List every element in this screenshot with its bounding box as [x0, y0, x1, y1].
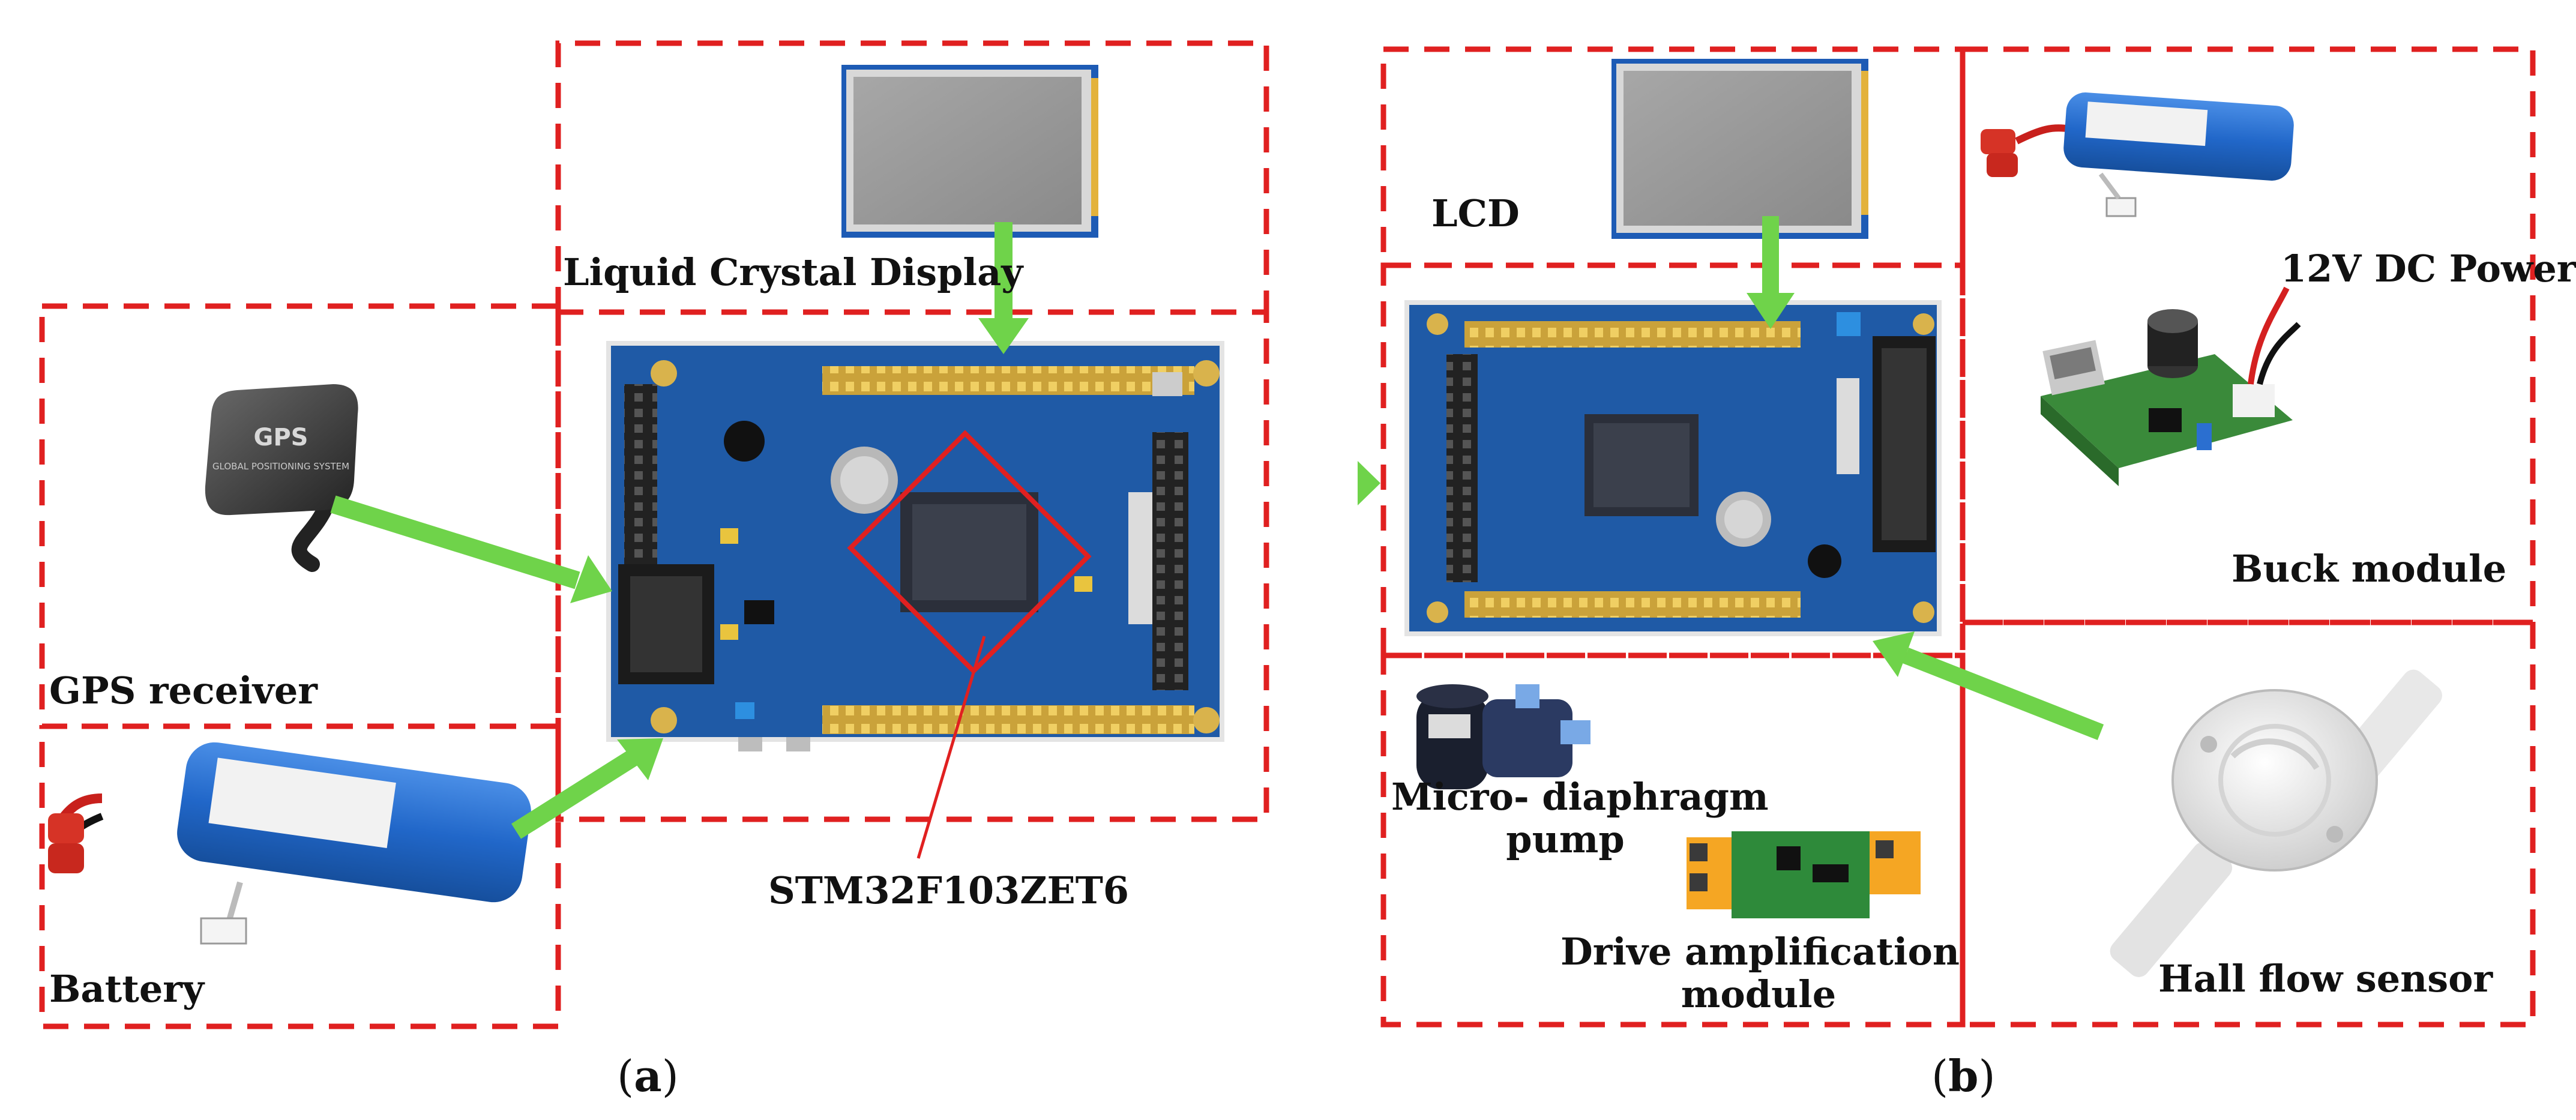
- label-hall-flow-sensor: Hall flow sensor: [2158, 957, 2493, 1001]
- power-panel-b: [1960, 46, 2536, 625]
- dc-power-battery-icon: [1981, 92, 2294, 217]
- panel-b-arrows: [1358, 216, 2104, 741]
- label-micro-diaphragm-pump: Micro- diaphragm pump: [1391, 775, 1769, 862]
- arrow-gps-to-mcu: [330, 495, 580, 589]
- label-stm32: STM32F103ZET6: [768, 869, 1130, 912]
- label-gps-receiver: GPS receiver: [49, 669, 317, 712]
- panel-a-arrows: [330, 222, 1029, 859]
- arrow-hall-to-mcu: [1902, 647, 2104, 741]
- stm32-board-icon-b: [1404, 300, 1942, 636]
- caption-b-letter: b: [1948, 1050, 1979, 1101]
- lcd-screen-icon-b: [1612, 59, 1868, 239]
- caption-b: (b): [1931, 1050, 1996, 1101]
- caption-b-close: ): [1978, 1051, 1996, 1101]
- drive-module-icon: [1687, 831, 1921, 918]
- mcu-pointer-line: [916, 636, 986, 859]
- battery-box: [39, 723, 561, 1029]
- gps-antenna-icon: GPS GLOBAL POSITIONING SYSTEM: [205, 384, 358, 572]
- arrow-stub-a-to-b: [1358, 461, 1380, 505]
- label-buck-module: Buck module: [2231, 547, 2507, 591]
- gps-logo-text: GPS: [254, 424, 308, 451]
- mcu-chip-highlight: [847, 430, 1092, 675]
- lcd-screen-icon: [841, 65, 1098, 238]
- label-drive-line2: module: [1681, 972, 1837, 1017]
- label-drive-line1: Drive amplification: [1560, 930, 1960, 974]
- arrow-battery-to-mcu: [511, 750, 639, 839]
- lipo-battery-icon: [48, 742, 531, 945]
- label-pump-line2: pump: [1506, 817, 1625, 862]
- label-drive-amplification-module: Drive amplification module: [1560, 930, 1960, 1017]
- buck-module-icon: [2041, 286, 2301, 486]
- caption-a-letter: a: [634, 1050, 662, 1101]
- pump-drive-box: [1380, 652, 1966, 1028]
- lcd-box-a: [555, 40, 1269, 312]
- caption-a-open: (: [617, 1051, 634, 1101]
- gps-sub-text: GLOBAL POSITIONING SYSTEM: [212, 461, 349, 472]
- hall-flow-sensor-icon: [2110, 669, 2442, 977]
- label-12v-dc-power: 12V DC Power: [2281, 247, 2576, 291]
- caption-a-close: ): [661, 1051, 679, 1101]
- label-pump-line1: Micro- diaphragm: [1391, 775, 1769, 819]
- label-liquid-crystal-display: Liquid Crystal Display: [563, 250, 1023, 294]
- panel-b-boxes: [1380, 46, 2536, 1028]
- stm32-board-icon: [606, 341, 1224, 751]
- gps-box: [39, 303, 561, 729]
- label-battery: Battery: [49, 967, 204, 1011]
- diaphragm-pump-icon: [1416, 684, 1590, 789]
- caption-b-open: (: [1931, 1051, 1949, 1101]
- caption-a: (a): [617, 1050, 679, 1101]
- mcu-box-b: [1380, 262, 1966, 658]
- label-lcd-b: LCD: [1431, 191, 1520, 235]
